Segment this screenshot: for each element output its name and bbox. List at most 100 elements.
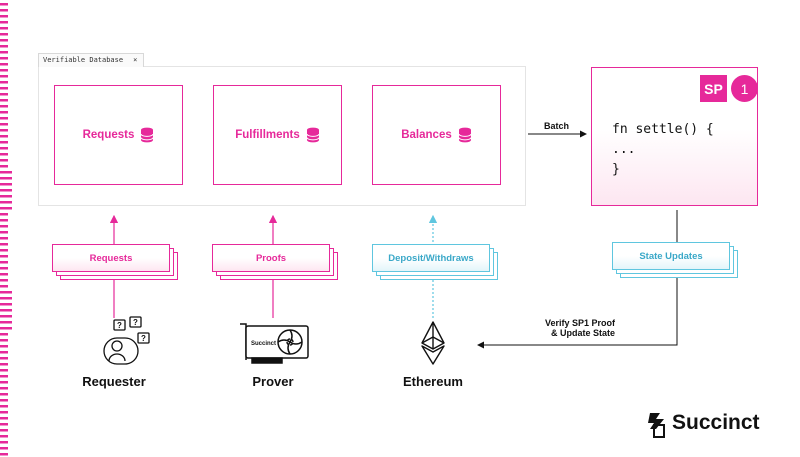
ruler-tick: [0, 69, 8, 72]
ruler-tick: [0, 369, 8, 372]
verifiable-database-tab[interactable]: Verifiable Database ×: [38, 53, 145, 67]
ruler-tick: [0, 123, 8, 126]
deposits-stack: Deposit/Withdraws: [372, 244, 498, 280]
code-line: }: [612, 162, 620, 177]
ruler-tick: [0, 441, 8, 444]
ruler-tick: [0, 381, 8, 384]
ruler-tick: [0, 315, 12, 318]
ruler-tick: [0, 351, 8, 354]
ruler-tick: [0, 237, 8, 240]
sp1-number: 1: [731, 75, 758, 102]
state-updates-stack-label: State Updates: [612, 242, 730, 270]
left-ruler: [0, 3, 12, 456]
tab-close-icon[interactable]: ×: [133, 56, 138, 64]
fulfillments-table-label: Fulfillments: [235, 129, 300, 141]
gpu-icon: Succinct: [240, 323, 309, 364]
ruler-tick: [0, 411, 8, 414]
ruler-tick: [0, 321, 12, 324]
ruler-tick: [0, 357, 8, 360]
ruler-tick: [0, 81, 8, 84]
ruler-tick: [0, 165, 8, 168]
ruler-tick: [0, 261, 8, 264]
requests-stack: Requests: [52, 244, 178, 280]
state-updates-stack: State Updates: [612, 242, 738, 278]
gpu-brand-text: Succinct: [251, 341, 276, 347]
ruler-tick: [0, 99, 8, 102]
ruler-tick: [0, 273, 8, 276]
verify-label: Verify SP1 Proof & Update State: [505, 318, 615, 338]
ruler-tick: [0, 249, 8, 252]
ruler-tick: [0, 393, 8, 396]
ruler-tick: [0, 309, 12, 312]
ruler-tick: [0, 339, 8, 342]
succinct-logo-icon: [648, 413, 665, 438]
ruler-tick: [0, 171, 12, 174]
succinct-logo-text: Succinct: [672, 411, 760, 434]
ruler-tick: [0, 63, 8, 66]
ruler-tick: [0, 405, 8, 408]
ruler-tick: [0, 213, 8, 216]
ruler-tick: [0, 27, 8, 30]
verify-label-line: Verify SP1 Proof: [544, 318, 615, 328]
ruler-tick: [0, 75, 8, 78]
ruler-tick: [0, 201, 12, 204]
ethereum-icon: [421, 321, 445, 365]
ruler-tick: [0, 297, 12, 300]
ruler-tick: [0, 303, 12, 306]
ruler-tick: [0, 177, 12, 180]
batch-label: Batch: [544, 121, 570, 131]
ruler-tick: [0, 9, 8, 12]
ethereum-label: Ethereum: [403, 374, 463, 389]
requester-icon: ? ? ?: [103, 316, 150, 365]
ruler-tick: [0, 189, 12, 192]
ruler-tick: [0, 453, 8, 456]
svg-text:?: ?: [141, 334, 146, 343]
prover-label: Prover: [252, 374, 294, 389]
ruler-tick: [0, 423, 8, 426]
code-line: ...: [612, 142, 636, 157]
balances-table-label: Balances: [401, 129, 452, 141]
proofs-stack: Proofs: [212, 244, 338, 280]
ruler-tick: [0, 159, 8, 162]
ruler-tick: [0, 105, 8, 108]
sp1-badge: SP: [700, 75, 727, 102]
proofs-stack-label: Proofs: [212, 244, 330, 272]
ruler-tick: [0, 87, 8, 90]
ruler-tick: [0, 33, 8, 36]
requests-table-label: Requests: [82, 129, 135, 141]
ruler-tick: [0, 363, 8, 366]
fulfillments-table: Fulfillments: [213, 85, 342, 185]
ruler-tick: [0, 15, 8, 18]
svg-text:?: ?: [133, 318, 138, 327]
sp1-program-box: [591, 67, 758, 206]
requests-table: Requests: [54, 85, 183, 185]
database-icon: [458, 127, 472, 143]
ruler-tick: [0, 129, 8, 132]
ruler-tick: [0, 279, 8, 282]
ruler-tick: [0, 243, 8, 246]
ruler-tick: [0, 135, 8, 138]
ruler-tick: [0, 447, 8, 450]
ruler-tick: [0, 57, 8, 60]
ruler-tick: [0, 429, 8, 432]
ruler-tick: [0, 375, 8, 378]
ruler-tick: [0, 345, 8, 348]
ruler-tick: [0, 21, 8, 24]
ruler-tick: [0, 183, 12, 186]
ruler-tick: [0, 399, 8, 402]
ruler-tick: [0, 195, 12, 198]
ruler-tick: [0, 93, 8, 96]
code-line: fn settle() {: [612, 122, 714, 137]
ruler-tick: [0, 231, 8, 234]
requester-label: Requester: [82, 374, 146, 389]
database-icon: [306, 127, 320, 143]
verify-label-line: & Update State: [550, 328, 615, 338]
svg-text:?: ?: [117, 321, 122, 330]
ruler-tick: [0, 147, 8, 150]
ruler-tick: [0, 153, 8, 156]
ruler-tick: [0, 141, 8, 144]
settle-code: fn settle() {...}: [612, 120, 714, 180]
ruler-tick: [0, 207, 12, 210]
ruler-tick: [0, 111, 8, 114]
ruler-tick: [0, 291, 12, 294]
